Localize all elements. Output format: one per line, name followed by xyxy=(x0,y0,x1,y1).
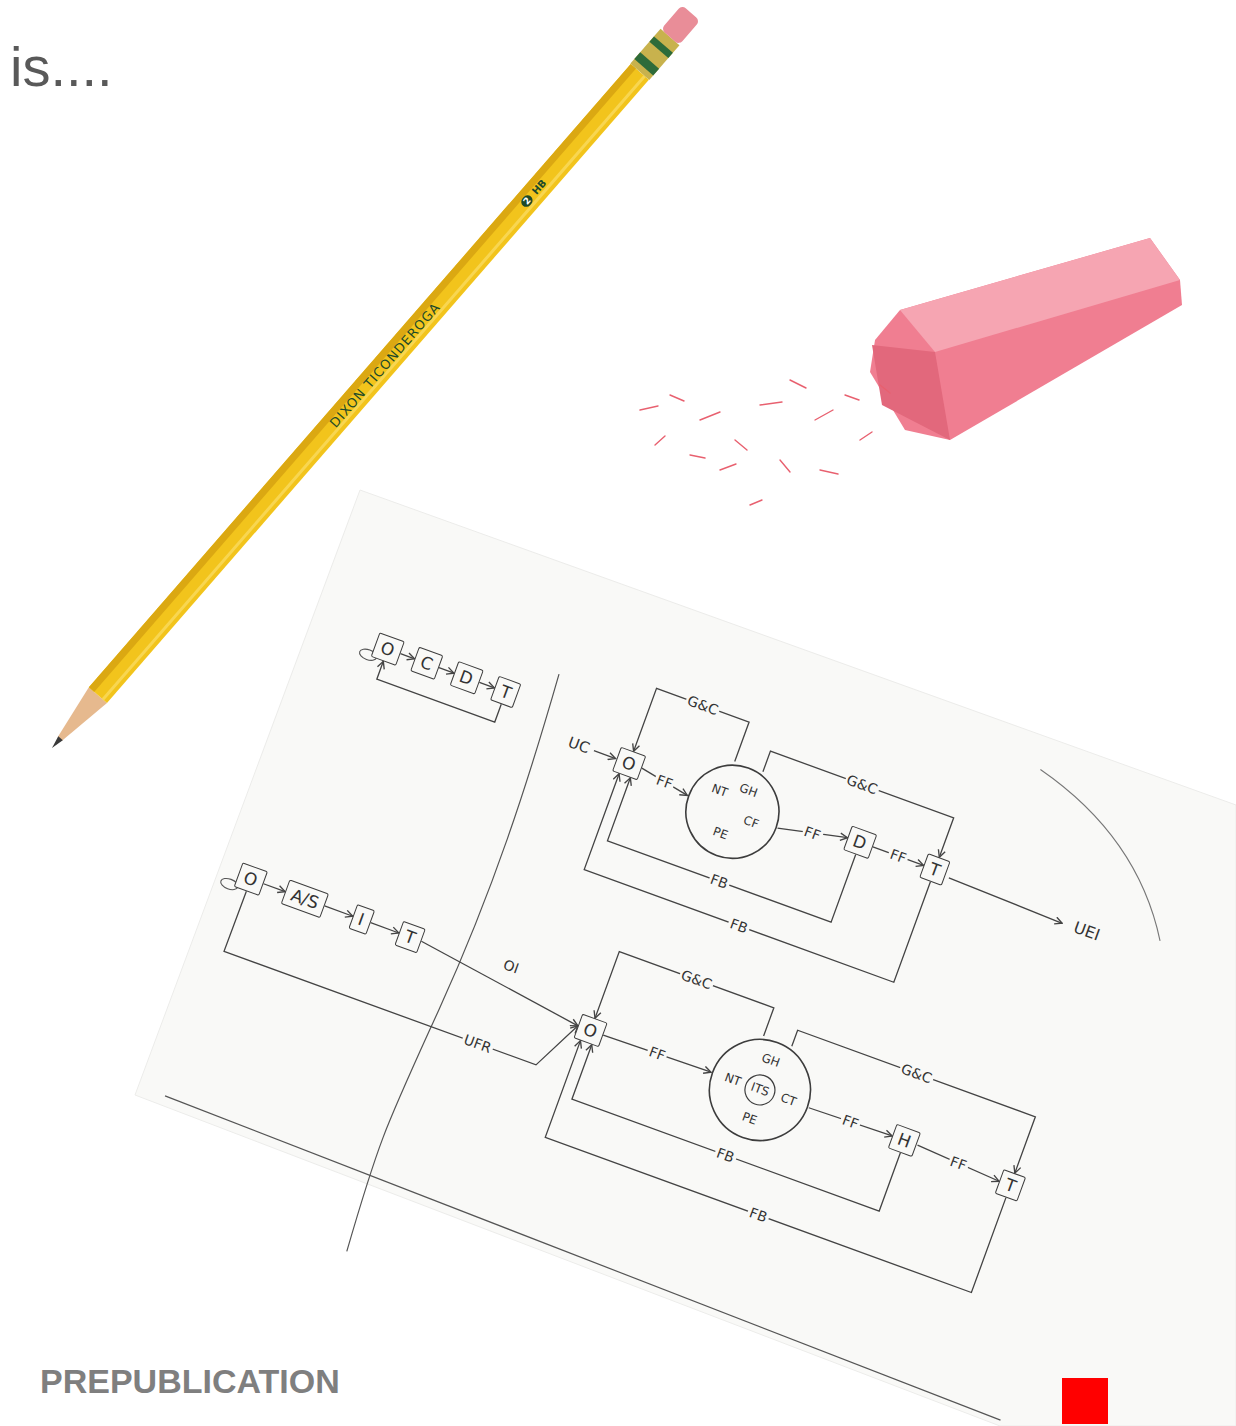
node-text: A/S xyxy=(288,885,321,913)
pencil-lead xyxy=(50,736,63,750)
process-box: T xyxy=(490,676,522,709)
eraser-front xyxy=(872,345,950,440)
edge-label: FB xyxy=(706,870,732,893)
process-box: O xyxy=(611,747,646,781)
edge-label: OI xyxy=(499,956,523,978)
node-text: D xyxy=(457,666,476,689)
connector-layer xyxy=(86,490,1236,1426)
pencil-facet xyxy=(102,75,646,700)
edge-label: FF xyxy=(800,822,824,844)
process-box: I xyxy=(348,904,375,935)
edge-label: UFR xyxy=(460,1031,496,1057)
process-circle: GHNTITSCTPE xyxy=(693,1023,826,1156)
edge-label: G&C xyxy=(897,1060,936,1087)
eraser-shavings xyxy=(640,380,890,505)
pencil-brand: DIXON TICONDEROGA xyxy=(327,300,443,431)
connector-line xyxy=(778,814,848,852)
edge-label: G&C xyxy=(843,771,882,798)
connector-line xyxy=(638,768,690,795)
process-box: O xyxy=(233,862,268,896)
edge-label: FF xyxy=(946,1152,970,1174)
sketch-paper xyxy=(135,490,1236,1426)
sketch-frame: OCDTONTGHCFPEDTOA/SITOGHNTITSCTPEHTFFFFF… xyxy=(86,490,1236,1426)
pencil-body xyxy=(89,64,649,703)
connector-line xyxy=(264,884,286,892)
edge-label: FF xyxy=(886,845,910,867)
edge-label: FF xyxy=(645,1043,669,1065)
connector-line xyxy=(412,941,586,1026)
node-text: T xyxy=(927,858,944,880)
process-box: O xyxy=(370,632,405,666)
edge-label: FB xyxy=(745,1204,771,1227)
process-box: T xyxy=(394,921,426,954)
circle-shape xyxy=(673,752,792,871)
pencil-illustration xyxy=(43,5,701,756)
process-box: C xyxy=(410,647,443,681)
node-text: I xyxy=(355,909,367,930)
connector-line xyxy=(377,661,501,722)
node-text: H xyxy=(895,1129,914,1152)
sketch-strokes xyxy=(86,490,1236,1426)
pencil-facet xyxy=(89,64,636,692)
connector-line xyxy=(224,891,582,1074)
node-text: D xyxy=(850,831,869,854)
connector-line xyxy=(479,682,494,687)
signal-label: UEI xyxy=(1071,918,1102,945)
process-box: D xyxy=(842,825,876,859)
edge-label: FB xyxy=(726,915,752,938)
slide-title: is.... xyxy=(10,34,113,99)
status-label: PREPUBLICATION xyxy=(40,1362,340,1401)
eraser-body xyxy=(870,238,1182,440)
eraser-top xyxy=(900,238,1180,352)
node-text: O xyxy=(619,752,638,775)
edge-label: FB xyxy=(713,1144,739,1167)
node-text: O xyxy=(241,867,260,890)
ferrule-band xyxy=(649,36,672,58)
node-text: T xyxy=(402,926,419,948)
eraser-illustration xyxy=(870,238,1182,440)
process-circle: NTGHCFPE xyxy=(671,750,794,873)
connector-line xyxy=(915,1145,1001,1181)
margin-arc xyxy=(999,770,1201,941)
connector-line xyxy=(371,923,399,933)
node-text: O xyxy=(581,1019,600,1042)
edge-label: G&C xyxy=(683,692,722,719)
accent-square xyxy=(1062,1378,1108,1424)
pencil-eraser xyxy=(661,5,700,45)
node-text: T xyxy=(1002,1174,1019,1196)
connector-line xyxy=(777,1030,1035,1173)
separator-curve xyxy=(342,672,566,1255)
connector-line xyxy=(809,1106,892,1138)
edge-label: FF xyxy=(838,1111,862,1133)
process-box: T xyxy=(919,853,951,886)
connector-line xyxy=(325,906,353,916)
signal-label: UC xyxy=(566,733,592,757)
process-box: O xyxy=(573,1013,608,1047)
process-box: T xyxy=(995,1169,1027,1202)
node-text: O xyxy=(378,637,397,660)
process-box: H xyxy=(887,1124,921,1158)
node-text: T xyxy=(498,681,515,703)
inner-circle xyxy=(741,1071,779,1109)
circle-shape xyxy=(695,1025,824,1154)
process-box: D xyxy=(449,661,483,695)
connector-line xyxy=(439,668,454,673)
output-arrow xyxy=(948,878,1064,923)
connector-line xyxy=(756,751,954,857)
ferrule-band xyxy=(634,52,659,75)
input-arrow xyxy=(594,751,616,759)
circle-outline xyxy=(671,750,794,873)
process-box: A/S xyxy=(281,879,330,918)
connector-line xyxy=(603,1033,711,1074)
node-text: C xyxy=(418,652,436,675)
edge-label: FF xyxy=(652,771,676,793)
edge-label: G&C xyxy=(677,966,716,993)
connector-line xyxy=(400,654,414,659)
